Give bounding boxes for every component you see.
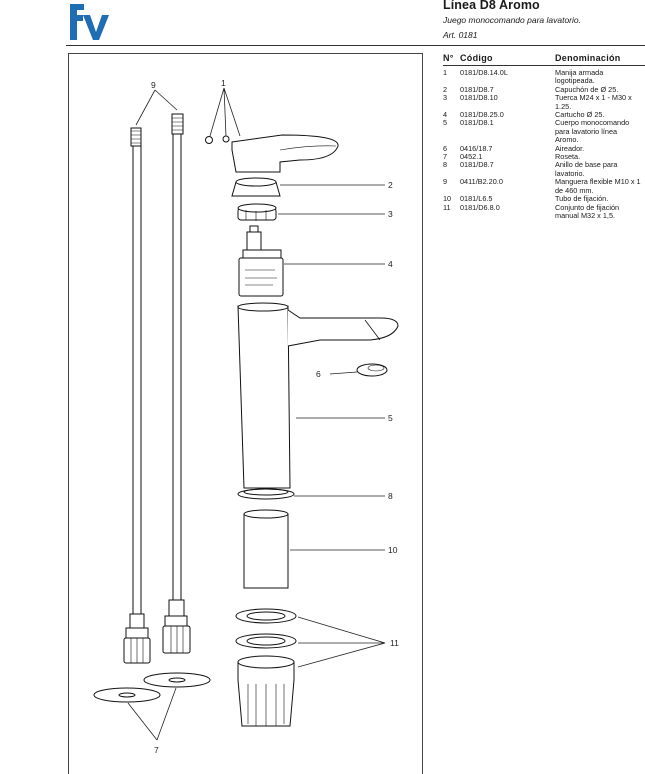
exploded-view-frame	[68, 53, 423, 774]
fixing-washer	[235, 608, 297, 624]
part-description: Aireador.	[555, 143, 585, 153]
part-number: 2	[443, 84, 448, 94]
callout-8: 8	[388, 491, 393, 501]
column-header-number: N°	[443, 53, 454, 63]
part-code: 0181/D8.10	[460, 93, 498, 103]
part-number: 9	[443, 177, 448, 187]
parts-table: N° Código Denominación 1 0181/D8.14.0L Man…	[443, 53, 645, 220]
flexible-hose-left	[123, 127, 151, 664]
part-description: Cuerpo monocomando para lavatorio línea …	[555, 118, 630, 145]
table-row: 3 0181/D8.10 Tuerca M24 x 1 - M30 x 1.25.	[443, 94, 645, 111]
part-code: 0181/D8.25.0	[460, 110, 504, 120]
callout-6: 6	[316, 369, 321, 379]
part-description: Tuerca M24 x 1 - M30 x 1.25.	[555, 93, 632, 111]
part-code: 0181/D8.14.0L	[460, 68, 508, 77]
aerator	[356, 363, 388, 377]
article-number: Art. 0181	[443, 30, 478, 40]
part-number: 5	[443, 118, 448, 128]
part-description: Capuchón de Ø 25.	[555, 84, 619, 94]
table-row: 2 0181/D8.7 Capuchón de Ø 25.	[443, 84, 645, 94]
part-number: 1	[443, 68, 448, 77]
part-code: 0416/18.7	[460, 143, 493, 153]
part-description: Conjunto de fijación manual M32 x 1,5.	[555, 202, 620, 220]
part-number: 10	[443, 194, 452, 204]
parts-table-header: N° Código Denominación	[443, 53, 645, 66]
part-description: Anillo de base para lavatorio.	[555, 160, 618, 178]
part-code: 0181/D6.8.0	[460, 202, 500, 212]
column-header-code: Código	[460, 53, 493, 63]
part-code: 0452.1	[460, 152, 483, 162]
callout-5: 5	[388, 413, 393, 423]
part-code: 0181/D8.7	[460, 160, 494, 170]
callout-4: 4	[388, 259, 393, 269]
column-header-description: Denominación	[555, 53, 621, 63]
callout-7: 7	[154, 745, 159, 755]
part-number: 4	[443, 110, 448, 120]
callout-1: 1	[221, 78, 226, 88]
part-number: 3	[443, 93, 448, 103]
callout-3: 3	[388, 209, 393, 219]
document-title: Línea D8 Aromo	[443, 0, 540, 12]
handle	[231, 134, 339, 173]
cartridge	[238, 225, 284, 297]
table-row: 10 0181/L6.5 Tubo de fijación.	[443, 194, 645, 204]
part-number: 7	[443, 152, 448, 162]
table-row: 1 0181/D8.14.0L Manija armada logotipeada.	[443, 68, 645, 86]
callout-10: 10	[388, 545, 398, 555]
fixing-ring	[235, 633, 297, 649]
table-row: 5 0181/D8.1 Cuerpo monocomando para lavato…	[443, 119, 645, 144]
document-subtitle: Juego monocomando para lavatorio.	[443, 15, 581, 25]
flexible-hose-right	[162, 113, 191, 654]
table-row: 9 0411/B2.20.0 Manguera flexible M10 x 1 d…	[443, 178, 645, 195]
callout-2: 2	[388, 180, 393, 190]
part-code: 0411/B2.20.0	[460, 177, 503, 187]
fv-logo-icon	[70, 4, 109, 40]
part-code: 0181/D8.7	[460, 84, 494, 94]
rosette-left	[93, 687, 161, 703]
faucet-body	[237, 302, 399, 489]
table-row: 6 0416/18.7 Aireador.	[443, 143, 645, 153]
part-code: 0181/D8.1	[460, 118, 494, 128]
fixing-tube	[243, 513, 289, 589]
part-description: Tubo de fijación.	[555, 194, 609, 204]
callout-9: 9	[151, 80, 156, 90]
table-row: 11 0181/D6.8.0 Conjunto de fijación manual…	[443, 202, 645, 221]
part-number: 8	[443, 160, 448, 170]
rosette-right	[143, 672, 211, 688]
part-description: Manija armada logotipeada.	[555, 68, 604, 86]
part-number: 11	[443, 202, 451, 212]
part-description: Cartucho Ø 25.	[555, 110, 605, 120]
table-row: 7 0452.1 Roseta.	[443, 152, 645, 162]
table-row: 8 0181/D8.7 Anillo de base para lavatorio.	[443, 161, 645, 178]
header-divider	[66, 45, 645, 46]
part-number: 6	[443, 143, 448, 153]
part-code: 0181/L6.5	[460, 194, 493, 204]
callout-11: 11	[390, 638, 399, 648]
part-description: Manguera flexible M10 x 1 de 460 mm.	[555, 177, 641, 195]
table-row: 4 0181/D8.25.0 Cartucho Ø 25.	[443, 110, 645, 120]
part-description: Roseta.	[555, 152, 581, 162]
